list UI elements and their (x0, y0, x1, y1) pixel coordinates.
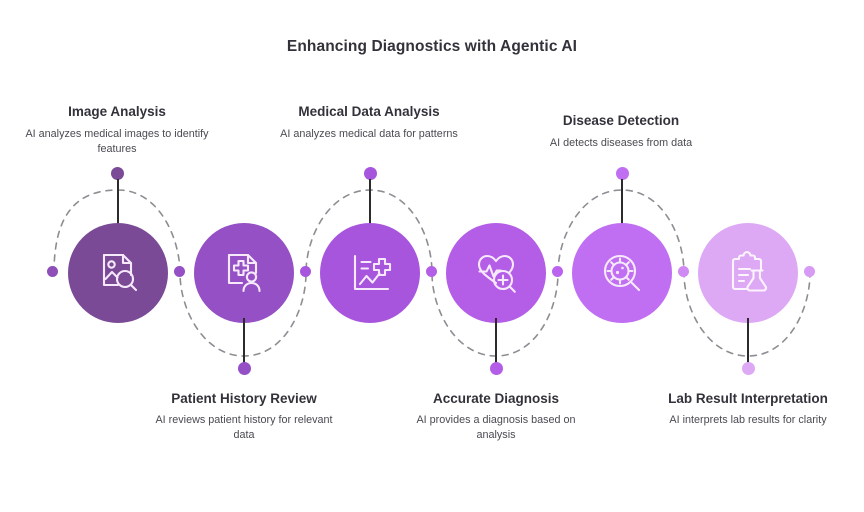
step-6-label: Lab Result Interpretation AI interprets … (648, 390, 848, 428)
step-6-node[interactable] (698, 223, 798, 323)
document-image-search-icon (102, 253, 138, 292)
connector-dot-start (47, 266, 58, 277)
step-4-label: Accurate Diagnosis AI provides a diagnos… (396, 390, 596, 443)
step-3-title: Medical Data Analysis (298, 104, 440, 119)
step-1-stem (116, 179, 119, 229)
step-5-label: Disease Detection AI detects diseases fr… (521, 112, 721, 151)
step-6-marker-dot (741, 362, 755, 375)
clipboard-flask-icon (731, 251, 767, 292)
step-5-description: AI detects diseases from data (549, 137, 693, 149)
step-6-stem (747, 318, 749, 368)
medical-record-person-icon (227, 253, 261, 293)
step-4-marker-dot (489, 362, 503, 375)
medical-chart-icon (353, 254, 392, 291)
heart-pulse-search-icon (477, 254, 516, 293)
connector-dot-2 (300, 266, 311, 277)
step-3-marker-dot (363, 167, 377, 180)
connector-dot-end (804, 266, 815, 277)
step-2-marker-dot (237, 362, 251, 375)
step-6-title: Lab Result Interpretation (668, 391, 828, 406)
step-4-title: Accurate Diagnosis (432, 391, 560, 406)
step-3-stem (369, 179, 371, 229)
step-2-description: AI reviews patient history for relevant … (155, 414, 333, 441)
page-title: Enhancing Diagnostics with Agentic AI (286, 38, 578, 55)
step-3-description: AI analyzes medical data for patterns (280, 128, 458, 140)
step-5-node[interactable] (572, 223, 672, 323)
connector-dot-5 (678, 266, 689, 277)
step-5-stem (621, 179, 623, 229)
connector-dot-1 (174, 266, 185, 277)
connector-dot-4 (552, 266, 563, 277)
step-1-description: AI analyzes medical images to identify f… (25, 128, 209, 155)
step-5-title: Disease Detection (562, 113, 680, 128)
step-1-marker-dot (111, 167, 124, 180)
step-2-node[interactable] (194, 223, 294, 323)
connector-dot-3 (426, 266, 437, 277)
step-1-title: Image Analysis (68, 104, 166, 119)
step-4-node[interactable] (446, 223, 546, 323)
step-5-marker-dot (615, 167, 629, 180)
step-3-node[interactable] (320, 223, 420, 323)
step-3-label: Medical Data Analysis AI analyzes medica… (269, 103, 469, 142)
step-4-stem (495, 318, 497, 368)
step-4-description: AI provides a diagnosis based on analysi… (416, 414, 576, 441)
step-1-label: Image Analysis AI analyzes medical image… (17, 103, 217, 157)
step-2-stem (243, 318, 245, 368)
step-2-title: Patient History Review (171, 391, 317, 406)
virus-magnifier-icon (603, 254, 641, 292)
step-6-description: AI interprets lab results for clarity (669, 414, 827, 426)
step-1-node[interactable] (68, 223, 168, 323)
step-2-label: Patient History Review AI reviews patien… (144, 390, 344, 443)
